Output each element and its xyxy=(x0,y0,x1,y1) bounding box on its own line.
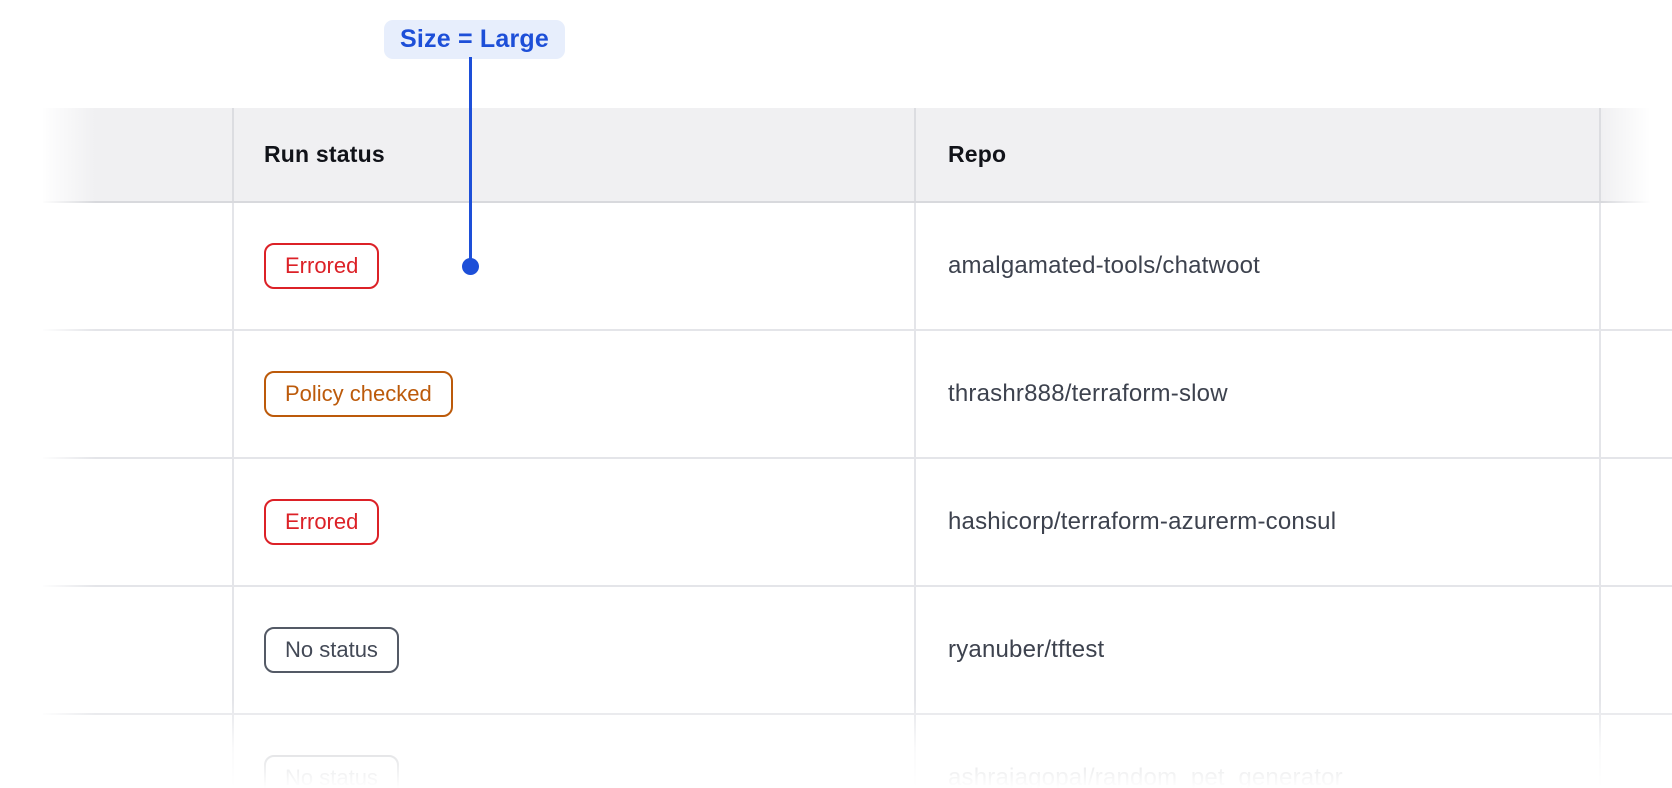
repo-name: amalgamated-tools/chatwoot xyxy=(948,252,1261,279)
annotation-pointer-line xyxy=(469,57,472,260)
header-cell-empty-right xyxy=(1599,108,1672,201)
row-cell-empty xyxy=(43,331,232,457)
repo-column-header: Repo xyxy=(948,141,1007,167)
row-cell-empty xyxy=(1599,459,1672,585)
row-cell-empty xyxy=(1599,587,1672,713)
repo-name: ashrajagopal/random_pet_generator xyxy=(948,764,1343,788)
row-cell-repo: thrashr888/terraform-slow xyxy=(914,331,1599,457)
runs-table: Run status Repo Errored amalgamated-tool… xyxy=(43,108,1672,788)
repo-name: hashicorp/terraform-azurerm-consul xyxy=(948,508,1337,535)
header-cell-empty-left xyxy=(43,108,232,201)
table-row[interactable]: Policy checked thrashr888/terraform-slow xyxy=(43,331,1672,459)
row-cell-empty xyxy=(43,587,232,713)
annotation-pointer-dot xyxy=(462,258,479,275)
run-status-badge: Errored xyxy=(264,243,380,289)
table-body: Errored amalgamated-tools/chatwoot Polic… xyxy=(43,203,1672,788)
row-cell-repo: ashrajagopal/random_pet_generator xyxy=(914,715,1599,788)
row-cell-run-status: Errored xyxy=(232,203,914,329)
run-status-badge: Policy checked xyxy=(264,371,453,417)
row-cell-empty xyxy=(43,203,232,329)
size-large-annotation-chip: Size = Large xyxy=(384,20,565,59)
row-cell-repo: ryanuber/tftest xyxy=(914,587,1599,713)
row-cell-empty xyxy=(43,459,232,585)
row-cell-run-status: Errored xyxy=(232,459,914,585)
row-cell-repo: amalgamated-tools/chatwoot xyxy=(914,203,1599,329)
row-cell-run-status: No status xyxy=(232,587,914,713)
row-cell-repo: hashicorp/terraform-azurerm-consul xyxy=(914,459,1599,585)
repo-name: ryanuber/tftest xyxy=(948,636,1105,663)
run-status-badge: No status xyxy=(264,627,399,673)
row-cell-run-status: No status xyxy=(232,715,914,788)
repo-name: thrashr888/terraform-slow xyxy=(948,380,1228,407)
table-row[interactable]: No status ryanuber/tftest xyxy=(43,587,1672,715)
row-cell-run-status: Policy checked xyxy=(232,331,914,457)
table-row[interactable]: Errored hashicorp/terraform-azurerm-cons… xyxy=(43,459,1672,587)
run-status-badge: Errored xyxy=(264,499,380,545)
table-row[interactable]: No status ashrajagopal/random_pet_genera… xyxy=(43,715,1672,788)
row-cell-empty xyxy=(1599,331,1672,457)
header-cell-repo: Repo xyxy=(914,108,1599,201)
header-cell-run-status: Run status xyxy=(232,108,914,201)
run-status-badge: No status xyxy=(264,755,399,788)
table-header-row: Run status Repo xyxy=(43,108,1672,203)
table-row[interactable]: Errored amalgamated-tools/chatwoot xyxy=(43,203,1672,331)
row-cell-empty xyxy=(43,715,232,788)
row-cell-empty xyxy=(1599,715,1672,788)
row-cell-empty xyxy=(1599,203,1672,329)
run-status-column-header: Run status xyxy=(264,141,385,167)
